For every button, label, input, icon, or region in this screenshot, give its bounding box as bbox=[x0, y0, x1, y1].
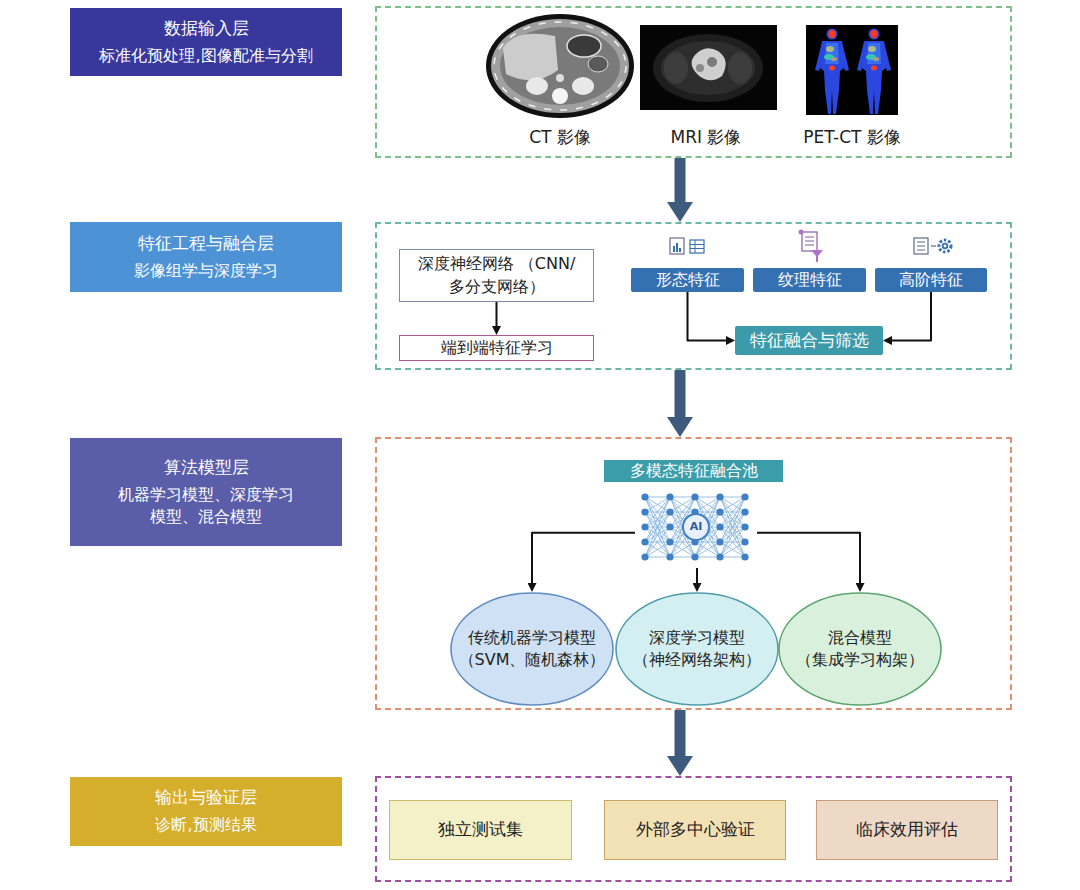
layer-title: 机器学习模型、深度学习 模型、混合模型 bbox=[106, 484, 306, 529]
layer-tag: 输出与验证层诊断,预测结果 bbox=[70, 777, 342, 846]
node-text: AI bbox=[690, 519, 703, 534]
result-box: 临床效用评估 bbox=[816, 800, 998, 860]
feature-box: 形态特征 bbox=[631, 268, 744, 292]
image-caption: CT 影像 bbox=[500, 126, 620, 149]
layer-title: 特征工程与融合层 bbox=[138, 232, 274, 256]
node-text: 高阶特征 bbox=[899, 269, 963, 291]
node-text: 纹理特征 bbox=[778, 269, 842, 291]
node-text: 特征融合与筛选 bbox=[750, 329, 869, 353]
connector-arrow bbox=[757, 533, 860, 583]
feature-icon bbox=[670, 238, 704, 254]
node-text: 混合模型 （集成学习构架） bbox=[780, 627, 940, 672]
model-ellipse: 深度学习模型 （神经网络架构） bbox=[615, 592, 779, 706]
node-text: 多模态特征融合池 bbox=[630, 460, 758, 482]
connector-arrow bbox=[892, 292, 931, 341]
flow-arrow bbox=[675, 158, 686, 202]
result-box: 独立测试集 bbox=[389, 800, 572, 860]
connector-arrow bbox=[696, 568, 698, 583]
layer-title: 算法模型层 bbox=[164, 456, 249, 480]
process-box: 端到端特征学习 bbox=[399, 335, 594, 361]
layer-tag: 数据输入层标准化预处理,图像配准与分割 bbox=[70, 8, 342, 76]
ellipse-outline bbox=[615, 592, 779, 706]
image-caption: MRI 影像 bbox=[646, 126, 766, 149]
layer-title: 输出与验证层 bbox=[155, 786, 257, 810]
ellipse-outline bbox=[450, 592, 614, 706]
flow-arrow bbox=[675, 370, 686, 417]
ellipse-outline bbox=[778, 592, 942, 706]
node-text: 临床效用评估 bbox=[856, 818, 958, 842]
pet-ct-image bbox=[806, 25, 898, 115]
process-box: 深度神经网络 （CNN/多分支网络） bbox=[399, 249, 594, 302]
feature-box: 高阶特征 bbox=[875, 268, 987, 292]
layer-tag: 特征工程与融合层影像组学与深度学习 bbox=[70, 222, 342, 292]
node-text: 形态特征 bbox=[656, 269, 720, 291]
ct-image bbox=[486, 14, 634, 118]
layer-panel: 特征工程与融合层影像组学与深度学习深度神经网络 （CNN/多分支网络）端到端特征… bbox=[375, 222, 1012, 370]
layer-panel: 算法模型层机器学习模型、深度学习 模型、混合模型多模态特征融合池AI传统机器学习… bbox=[375, 437, 1012, 710]
feature-box: 纹理特征 bbox=[753, 268, 866, 292]
node-text: 传统机器学习模型 （SVM、随机森林） bbox=[452, 627, 612, 672]
node-text: 深度学习模型 （神经网络架构） bbox=[617, 627, 777, 672]
node-text: 外部多中心验证 bbox=[636, 818, 755, 842]
fusion-box: 特征融合与筛选 bbox=[735, 326, 883, 355]
layer-tag: 算法模型层机器学习模型、深度学习 模型、混合模型 bbox=[70, 438, 342, 546]
feature-icon bbox=[914, 238, 951, 254]
connector-arrow bbox=[532, 533, 635, 583]
network-node: AI bbox=[635, 486, 757, 568]
node-text: 独立测试集 bbox=[438, 818, 523, 842]
neural-network bbox=[641, 493, 748, 560]
fusion-pool-box: 多模态特征融合池 bbox=[604, 460, 783, 482]
layer-title: 标准化预处理,图像配准与分割 bbox=[99, 45, 312, 67]
mri-image bbox=[640, 25, 777, 110]
model-ellipse: 传统机器学习模型 （SVM、随机森林） bbox=[450, 592, 614, 706]
image-caption: PET-CT 影像 bbox=[792, 126, 912, 149]
result-box: 外部多中心验证 bbox=[604, 800, 786, 860]
feature-icon bbox=[799, 230, 824, 263]
node-text: 端到端特征学习 bbox=[441, 337, 553, 359]
layer-title: 诊断,预测结果 bbox=[155, 814, 256, 836]
connector-arrow bbox=[496, 302, 498, 326]
connector-arrow bbox=[688, 292, 727, 341]
layer-panel: 输出与验证层诊断,预测结果独立测试集外部多中心验证临床效用评估 bbox=[375, 776, 1012, 882]
node-text: 深度神经网络 （CNN/多分支网络） bbox=[402, 253, 592, 298]
layer-title: 影像组学与深度学习 bbox=[134, 260, 278, 282]
model-ellipse: 混合模型 （集成学习构架） bbox=[778, 592, 942, 706]
layer-title: 数据输入层 bbox=[164, 17, 249, 41]
flow-arrow bbox=[675, 710, 686, 756]
